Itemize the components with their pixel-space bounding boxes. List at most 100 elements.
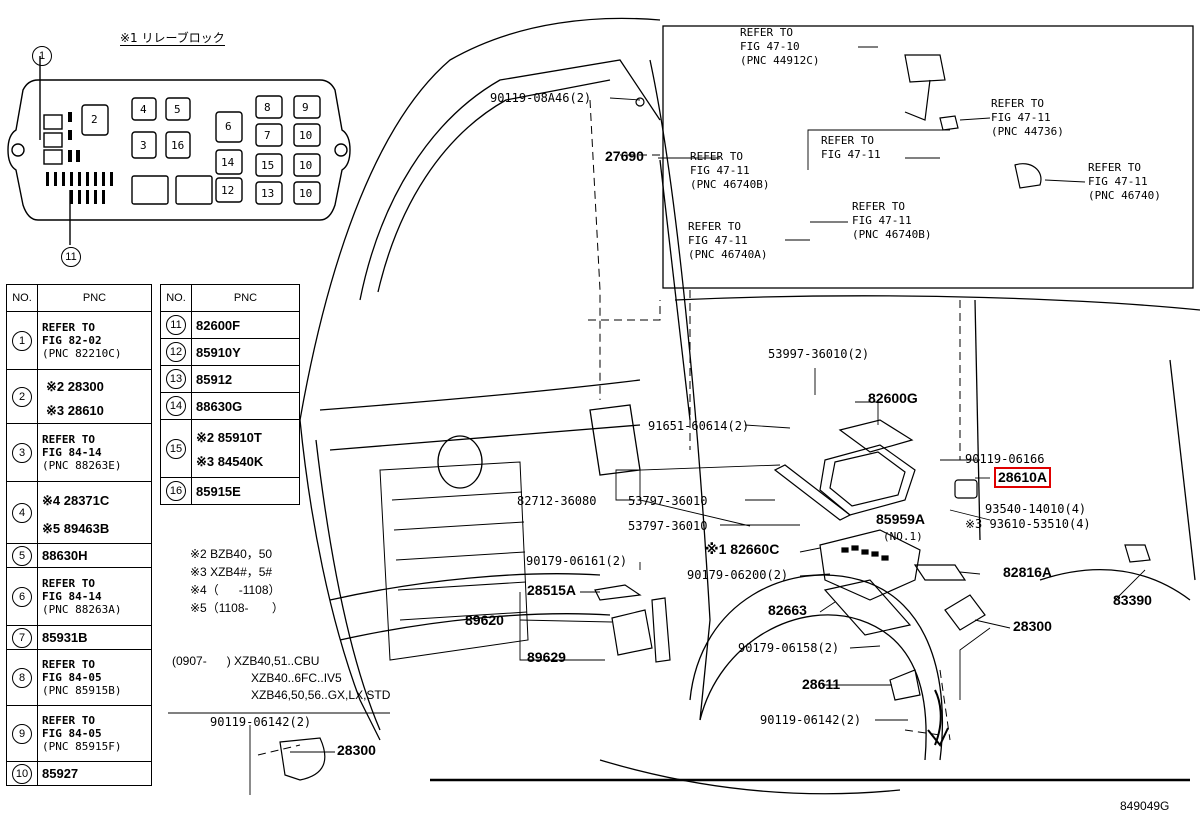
note-5: ※5（1108- ） [190,601,284,615]
inset-ref-44912C[interactable]: REFER TO FIG 47-10 (PNC 44912C) [740,26,820,67]
part-82600G[interactable]: 82600G [868,390,918,406]
note-3: ※3 XZB4#，5# [190,565,273,579]
part-85959A-no1: (NO.1) [883,530,923,543]
part-28611[interactable]: 28611 [802,676,841,692]
table-row[interactable]: ※4 28371C※5 89463B [37,481,152,544]
part-90179-06200[interactable]: 90179-06200(2) [687,568,789,582]
inset-ref-46740[interactable]: REFER TO FIG 47-11 (PNC 46740) [1088,161,1161,202]
relay-slot: 8 [264,101,271,114]
part-89629[interactable]: 89629 [527,649,566,665]
relay-callout-1: 1 [32,46,52,66]
note-2: ※2 BZB40，50 [190,547,273,561]
part-93610[interactable]: ※3 93610-53510(4) [965,517,1091,531]
inset-ref-46740B[interactable]: REFER TO FIG 47-11 (PNC 46740B) [690,150,770,191]
part-53997[interactable]: 53997-36010(2) [768,347,870,361]
row-number: 2 [12,386,32,407]
inset-ref-46740B-2[interactable]: REFER TO FIG 47-11 (PNC 46740B) [852,200,932,241]
table-header-pnc: PNC [37,284,152,312]
part-91651[interactable]: 91651-60614(2) [648,419,750,433]
part-28515A[interactable]: 28515A [527,582,577,598]
row-number: 4 [12,502,32,523]
applicability-3: XZB46,50,56..GX,LX,STD [251,688,391,702]
part-89620[interactable]: 89620 [465,612,504,628]
row-number: 13 [166,369,186,389]
part-90179-06161[interactable]: 90179-06161(2) [526,554,628,568]
table-row[interactable]: 85927 [37,761,152,786]
part-90119-06166[interactable]: 90119-06166 [965,452,1045,466]
relay-slot: 12 [221,184,235,197]
table-row[interactable]: 88630H [37,543,152,568]
part-90119-06142-inset[interactable]: 90119-06142(2) [210,715,312,729]
table-row[interactable]: 82600F [191,311,300,339]
row-number: 15 [166,438,186,459]
relay-slot: 5 [174,103,181,116]
table-row[interactable]: 85931B [37,625,152,650]
relay-slot: 3 [140,139,147,152]
table-header-pnc: PNC [191,284,300,312]
part-83390[interactable]: 83390 [1113,592,1152,608]
part-82816A[interactable]: 82816A [1003,564,1053,580]
relay-slot: 9 [302,101,309,114]
table-row[interactable]: 85910Y [191,338,300,366]
relay-slot: 10 [299,129,313,142]
table-row[interactable]: ※2 85910T※3 84540K [191,419,300,478]
relay-slot: 10 [299,159,313,172]
part-82663[interactable]: 82663 [768,602,807,618]
row-number: 7 [12,627,32,648]
relay-slot: 16 [171,139,185,152]
part-28300[interactable]: 28300 [1013,618,1052,634]
part-85959A[interactable]: 85959A [876,511,926,527]
inset-ref-47-11[interactable]: REFER TO FIG 47-11 [821,134,881,161]
part-53797-b[interactable]: 53797-36010 [628,519,708,533]
diagram-id: 849049G [1120,799,1170,813]
row-number: 10 [12,763,32,784]
row-number: 5 [12,545,32,566]
part-53797-a[interactable]: 53797-36010 [628,494,708,508]
pnc-table-right: NO.PNC 11 82600F 12 85910Y 13 85912 14 8… [160,284,300,505]
table-row[interactable]: 85915E [191,477,300,505]
applicability-2: XZB40..6FC..IV5 [251,671,342,685]
relay-slot: 2 [91,113,98,126]
part-27690[interactable]: 27690 [605,148,644,164]
row-number: 6 [12,586,32,607]
table-row[interactable]: 85912 [191,365,300,393]
relay-block-title: ※1 リレーブロック [120,31,225,46]
row-number: 16 [166,481,186,501]
inset-ref-46740A[interactable]: REFER TO FIG 47-11 (PNC 46740A) [688,220,768,261]
table-row[interactable]: ※2 28300※3 28610 [37,369,152,424]
applicability-1: (0907- ) XZB40,51..CBU [172,654,320,668]
row-number: 14 [166,396,186,416]
part-82660C[interactable]: ※1 82660C [705,541,780,557]
relay-slot: 13 [261,187,275,200]
relay-callout-11: 11 [61,247,81,267]
part-28300-inset[interactable]: 28300 [337,742,376,758]
table-header-no: NO. [160,284,192,312]
inset-ref-44736[interactable]: REFER TO FIG 47-11 (PNC 44736) [991,97,1064,138]
part-90179-06158[interactable]: 90179-06158(2) [738,641,840,655]
relay-slot: 14 [221,156,235,169]
row-number: 9 [12,723,32,744]
table-header-no: NO. [6,284,38,312]
row-number: 12 [166,342,186,362]
row-number: 8 [12,667,32,688]
part-90119-08A46[interactable]: 90119-08A46(2) [490,91,592,105]
relay-slot: 7 [264,129,271,142]
relay-slot: 4 [140,103,147,116]
relay-slot: 15 [261,159,275,172]
table-row[interactable]: 88630G [191,392,300,420]
part-82712[interactable]: 82712-36080 [517,494,597,508]
part-93540[interactable]: 93540-14010(4) [985,502,1087,516]
part-90119-06142[interactable]: 90119-06142(2) [760,713,862,727]
row-number: 1 [12,330,32,351]
row-number: 11 [166,315,186,335]
note-4: ※4（ -1108） [190,583,281,597]
relay-slot: 10 [299,187,313,200]
part-28610A-highlighted[interactable]: 28610A [993,467,1052,488]
